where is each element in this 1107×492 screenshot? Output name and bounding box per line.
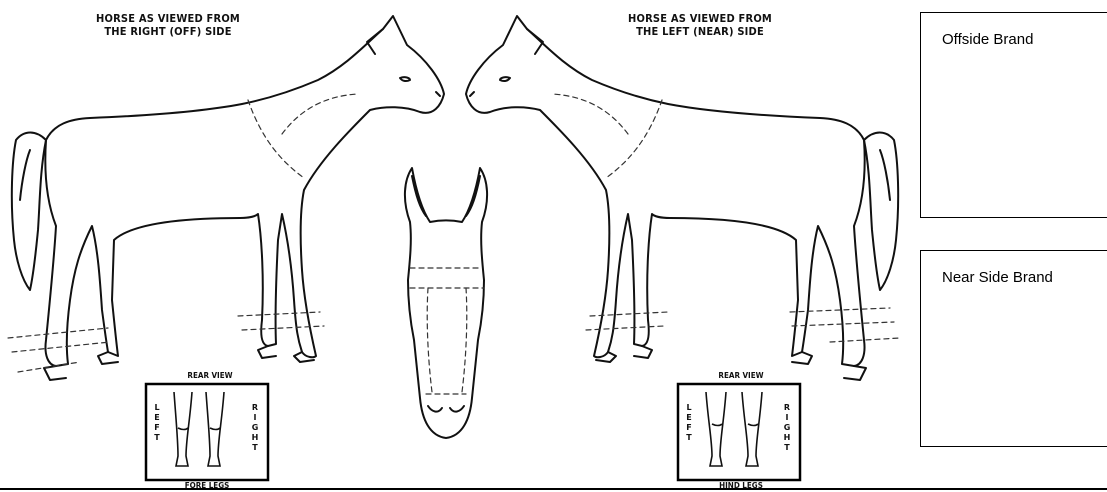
leg-dashes: [8, 308, 900, 372]
fore-legs-left-label: LEFT: [153, 403, 161, 443]
horse-right-side-view: [12, 16, 444, 380]
fore-legs-right-label: RIGHT: [251, 403, 259, 453]
nearside-brand-box[interactable]: Near Side Brand: [920, 250, 1107, 447]
left-side-neck-dashes: [552, 94, 662, 178]
horse-left-side-view: [466, 16, 898, 380]
offside-brand-label: Offside Brand: [942, 31, 1033, 48]
hind-legs-left-label: LEFT: [685, 403, 693, 443]
horse-marking-diagram: [0, 0, 910, 492]
nearside-brand-label: Near Side Brand: [942, 269, 1053, 286]
right-side-neck-dashes: [248, 94, 358, 178]
bottom-rule: [0, 488, 1107, 490]
fore-legs-inset: [146, 384, 268, 480]
offside-brand-box[interactable]: Offside Brand: [920, 12, 1107, 218]
horse-head-front-view: [405, 168, 487, 438]
hind-legs-right-label: RIGHT: [783, 403, 791, 453]
hind-legs-inset-title: REAR VIEW: [691, 371, 791, 380]
head-dashes: [410, 268, 484, 394]
hind-legs-inset: [678, 384, 800, 480]
fore-legs-inset-title: REAR VIEW: [160, 371, 260, 380]
